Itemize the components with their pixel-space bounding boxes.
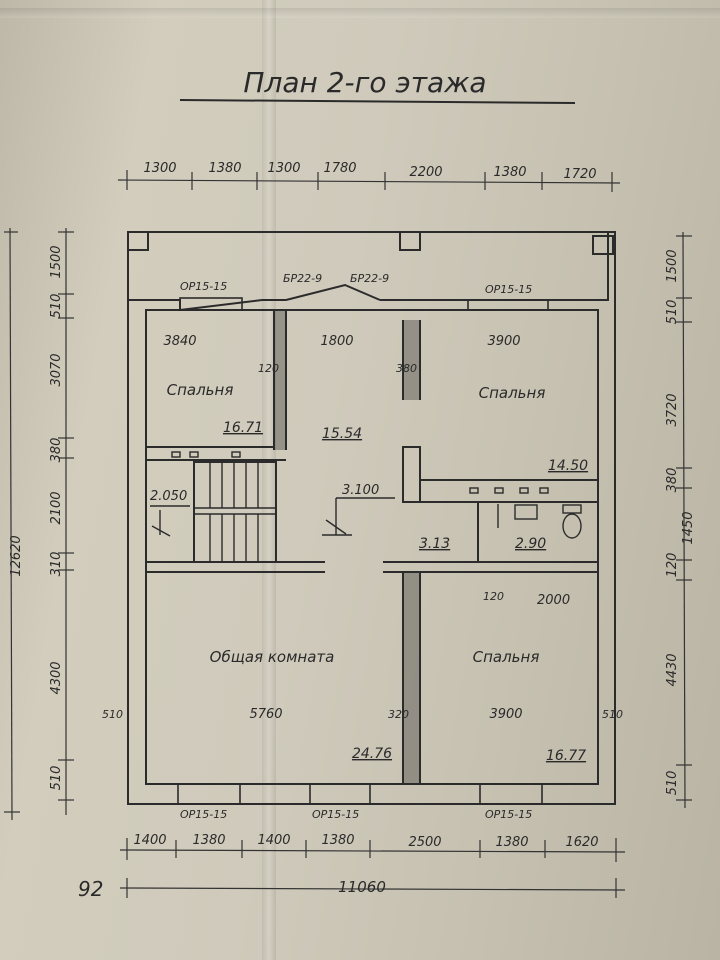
- mark-wall-510-left: 510: [102, 708, 123, 721]
- living-width: 5760: [249, 707, 282, 722]
- bottom-dim-4: 1380: [321, 833, 354, 848]
- window-label-2: ОР15-15: [485, 283, 532, 296]
- bottom-dim-6: 1380: [495, 835, 528, 850]
- window-marks: [177, 297, 549, 805]
- bath-area: 2.90: [515, 536, 546, 552]
- level-marker-stair: [150, 505, 190, 537]
- window-label-5: ОР15-15: [485, 808, 532, 821]
- bottom-dimension-chain: [119, 838, 626, 898]
- bedroom-nw-width: 3840: [163, 334, 196, 349]
- top-dim-1: 1300: [143, 161, 176, 176]
- right-dimension-chain: [676, 231, 692, 809]
- window-label-3: ОР15-15: [180, 808, 227, 821]
- right-dim-3: 3720: [665, 393, 680, 426]
- living-label: Общая комната: [210, 648, 335, 666]
- right-dim-6: 1450: [681, 511, 696, 544]
- right-dim-1: 1500: [665, 249, 680, 282]
- bottom-dim-2: 1380: [192, 833, 225, 848]
- walls: [127, 231, 616, 805]
- bedroom-ne-label: Спальня: [479, 384, 546, 402]
- corner-note: 92: [78, 877, 103, 901]
- bedroom-nw-label: Спальня: [167, 381, 234, 399]
- bedroom-se-label: Спальня: [473, 648, 540, 666]
- bedroom-ne-area: 14.50: [548, 458, 588, 474]
- hall-area: 15.54: [322, 426, 362, 442]
- hall-width: 1800: [320, 334, 353, 349]
- bedroom-ne-width: 3900: [487, 334, 520, 349]
- left-dim-6: 310: [49, 552, 64, 577]
- mark-wall-380: 380: [396, 362, 417, 375]
- mark-len-2000: 2000: [537, 593, 570, 608]
- level-stair: 2.050: [150, 489, 187, 504]
- left-dim-1: 1500: [49, 245, 64, 278]
- plan-title: План 2-го этажа: [243, 66, 486, 99]
- right-dim-2: 510: [665, 300, 680, 325]
- right-dim-4: 380: [665, 468, 680, 493]
- bottom-dim-1: 1400: [133, 833, 166, 848]
- top-dim-3: 1300: [267, 161, 300, 176]
- mark-wall-120b: 120: [483, 590, 504, 603]
- left-dim-5: 2100: [49, 491, 64, 524]
- wall-fill: [274, 310, 420, 784]
- mark-wall-510-right: 510: [602, 708, 623, 721]
- left-dim-7: 4300: [49, 661, 64, 694]
- left-dimension-chain: [4, 227, 74, 821]
- total-width: 11060: [338, 878, 386, 896]
- left-dim-8: 510: [49, 766, 64, 791]
- right-dim-8: 510: [665, 771, 680, 796]
- bottom-dim-5: 2500: [408, 835, 441, 850]
- living-area: 24.76: [352, 746, 392, 762]
- right-dim-5: 120: [665, 553, 680, 578]
- window-label-1: ОР15-15: [180, 280, 227, 293]
- total-height: 12620: [9, 535, 24, 576]
- stair-treads: [194, 462, 276, 562]
- window-label-4: ОР15-15: [312, 808, 359, 821]
- mark-wall-120: 120: [258, 362, 279, 375]
- top-dim-2: 1380: [208, 161, 241, 176]
- column-n: [399, 231, 421, 251]
- door-label-1: БР22-9: [283, 272, 322, 285]
- column-nw: [127, 231, 149, 251]
- bedroom-se-width: 3900: [489, 707, 522, 722]
- right-dim-7: 4430: [665, 653, 680, 686]
- column-ne: [592, 235, 614, 255]
- wc-area: 3.13: [419, 536, 450, 552]
- left-dim-3: 3070: [49, 353, 64, 386]
- paper-fold-horizontal: [0, 8, 720, 18]
- top-dim-7: 1720: [563, 167, 596, 182]
- mark-wall-320: 320: [388, 708, 409, 721]
- bottom-dim-3: 1400: [257, 833, 290, 848]
- top-dim-5: 2200: [409, 165, 442, 180]
- bottom-dim-7: 1620: [565, 835, 598, 850]
- bedroom-se-area: 16.77: [546, 748, 586, 764]
- left-dim-2: 510: [49, 294, 64, 319]
- level-marker-hall: [322, 497, 395, 536]
- bedroom-nw-area: 16.71: [223, 420, 263, 436]
- plumbing-fixtures: [171, 451, 582, 539]
- paper-fold-vertical: [262, 0, 276, 960]
- level-hall: 3.100: [342, 483, 379, 498]
- top-dim-6: 1380: [493, 165, 526, 180]
- door-label-2: БР22-9: [350, 272, 389, 285]
- title-underline: [179, 99, 576, 104]
- top-dimension-chain: [117, 170, 621, 192]
- top-dim-4: 1780: [323, 161, 356, 176]
- left-dim-4: 380: [49, 438, 64, 463]
